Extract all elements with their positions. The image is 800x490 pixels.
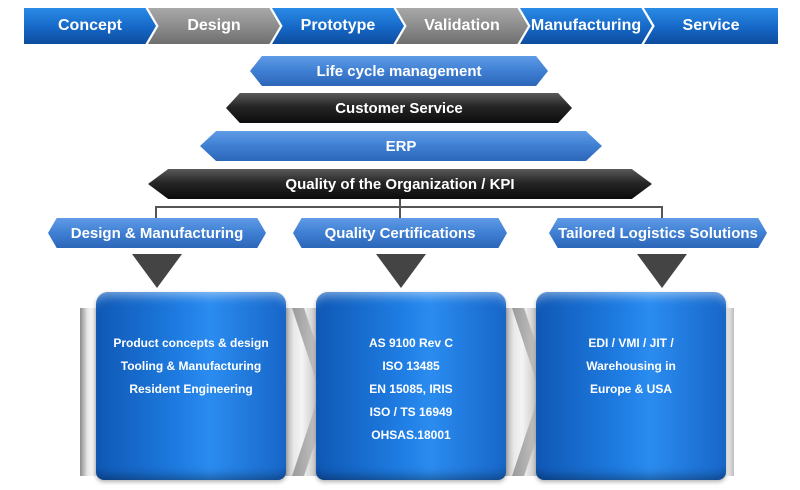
phase-label: Service (682, 17, 740, 34)
phase-label: Validation (424, 17, 500, 34)
pillar-header-logistics: Tailored Logistics Solutions (549, 218, 767, 248)
pillar-header-design-manufacturing: Design & Manufacturing (48, 218, 266, 248)
pillar-panel-design-manufacturing: Product concepts & design Tooling & Manu… (96, 292, 286, 480)
pillar-panel-logistics: EDI / VMI / JIT / Warehousing in Europe … (536, 292, 726, 480)
phase-design: Design (148, 8, 280, 44)
connector-horizontal (155, 206, 663, 208)
flow-bar-segment (500, 308, 540, 476)
ribbon-erp: ERP (200, 131, 602, 161)
phase-validation: Validation (396, 8, 528, 44)
phase-label: Manufacturing (530, 17, 642, 34)
panel-line: Warehousing in (586, 359, 676, 373)
ribbon-label: Life cycle management (316, 62, 482, 80)
arrow-down-icon (132, 254, 182, 288)
panel-line: Resident Engineering (129, 382, 253, 396)
panel-line: Tooling & Manufacturing (120, 359, 262, 373)
ribbon-customer-service: Customer Service (226, 93, 572, 123)
panel-line: ISO 13485 (382, 359, 440, 373)
panel-line: OHSAS.18001 (371, 428, 451, 442)
phase-prototype: Prototype (272, 8, 404, 44)
phase-concept: Concept (24, 8, 156, 44)
panel-line: EDI / VMI / JIT / (588, 336, 674, 350)
flow-bar-segment (280, 308, 320, 476)
arrow-down-icon (637, 254, 687, 288)
ribbon-label: ERP (385, 137, 417, 155)
phase-service: Service (644, 8, 778, 44)
pillar-title: Quality Certifications (324, 224, 476, 242)
panel-line: ISO / TS 16949 (369, 405, 453, 419)
phase-label: Design (187, 17, 241, 34)
connector-right (661, 206, 663, 220)
connector-center (399, 199, 401, 220)
arrow-down-icon (376, 254, 426, 288)
phase-label: Concept (58, 17, 122, 34)
panel-line: Product concepts & design (113, 336, 269, 350)
pillar-title: Tailored Logistics Solutions (558, 224, 758, 242)
panel-line: AS 9100 Rev C (368, 336, 454, 350)
phase-label: Prototype (300, 17, 376, 34)
pillar-panel-quality-certifications: AS 9100 Rev C ISO 13485 EN 15085, IRIS I… (316, 292, 506, 480)
panel-line: Europe & USA (589, 382, 672, 396)
connector-left (155, 206, 157, 220)
ribbon-label: Customer Service (335, 99, 463, 117)
phase-manufacturing: Manufacturing (520, 8, 652, 44)
ribbon-quality-organization: Quality of the Organization / KPI (148, 169, 652, 199)
pillar-header-quality-certifications: Quality Certifications (293, 218, 507, 248)
panel-line: EN 15085, IRIS (369, 382, 453, 396)
ribbon-lifecycle-management: Life cycle management (250, 56, 548, 86)
pillar-title: Design & Manufacturing (70, 224, 244, 242)
ribbon-label: Quality of the Organization / KPI (285, 175, 515, 193)
